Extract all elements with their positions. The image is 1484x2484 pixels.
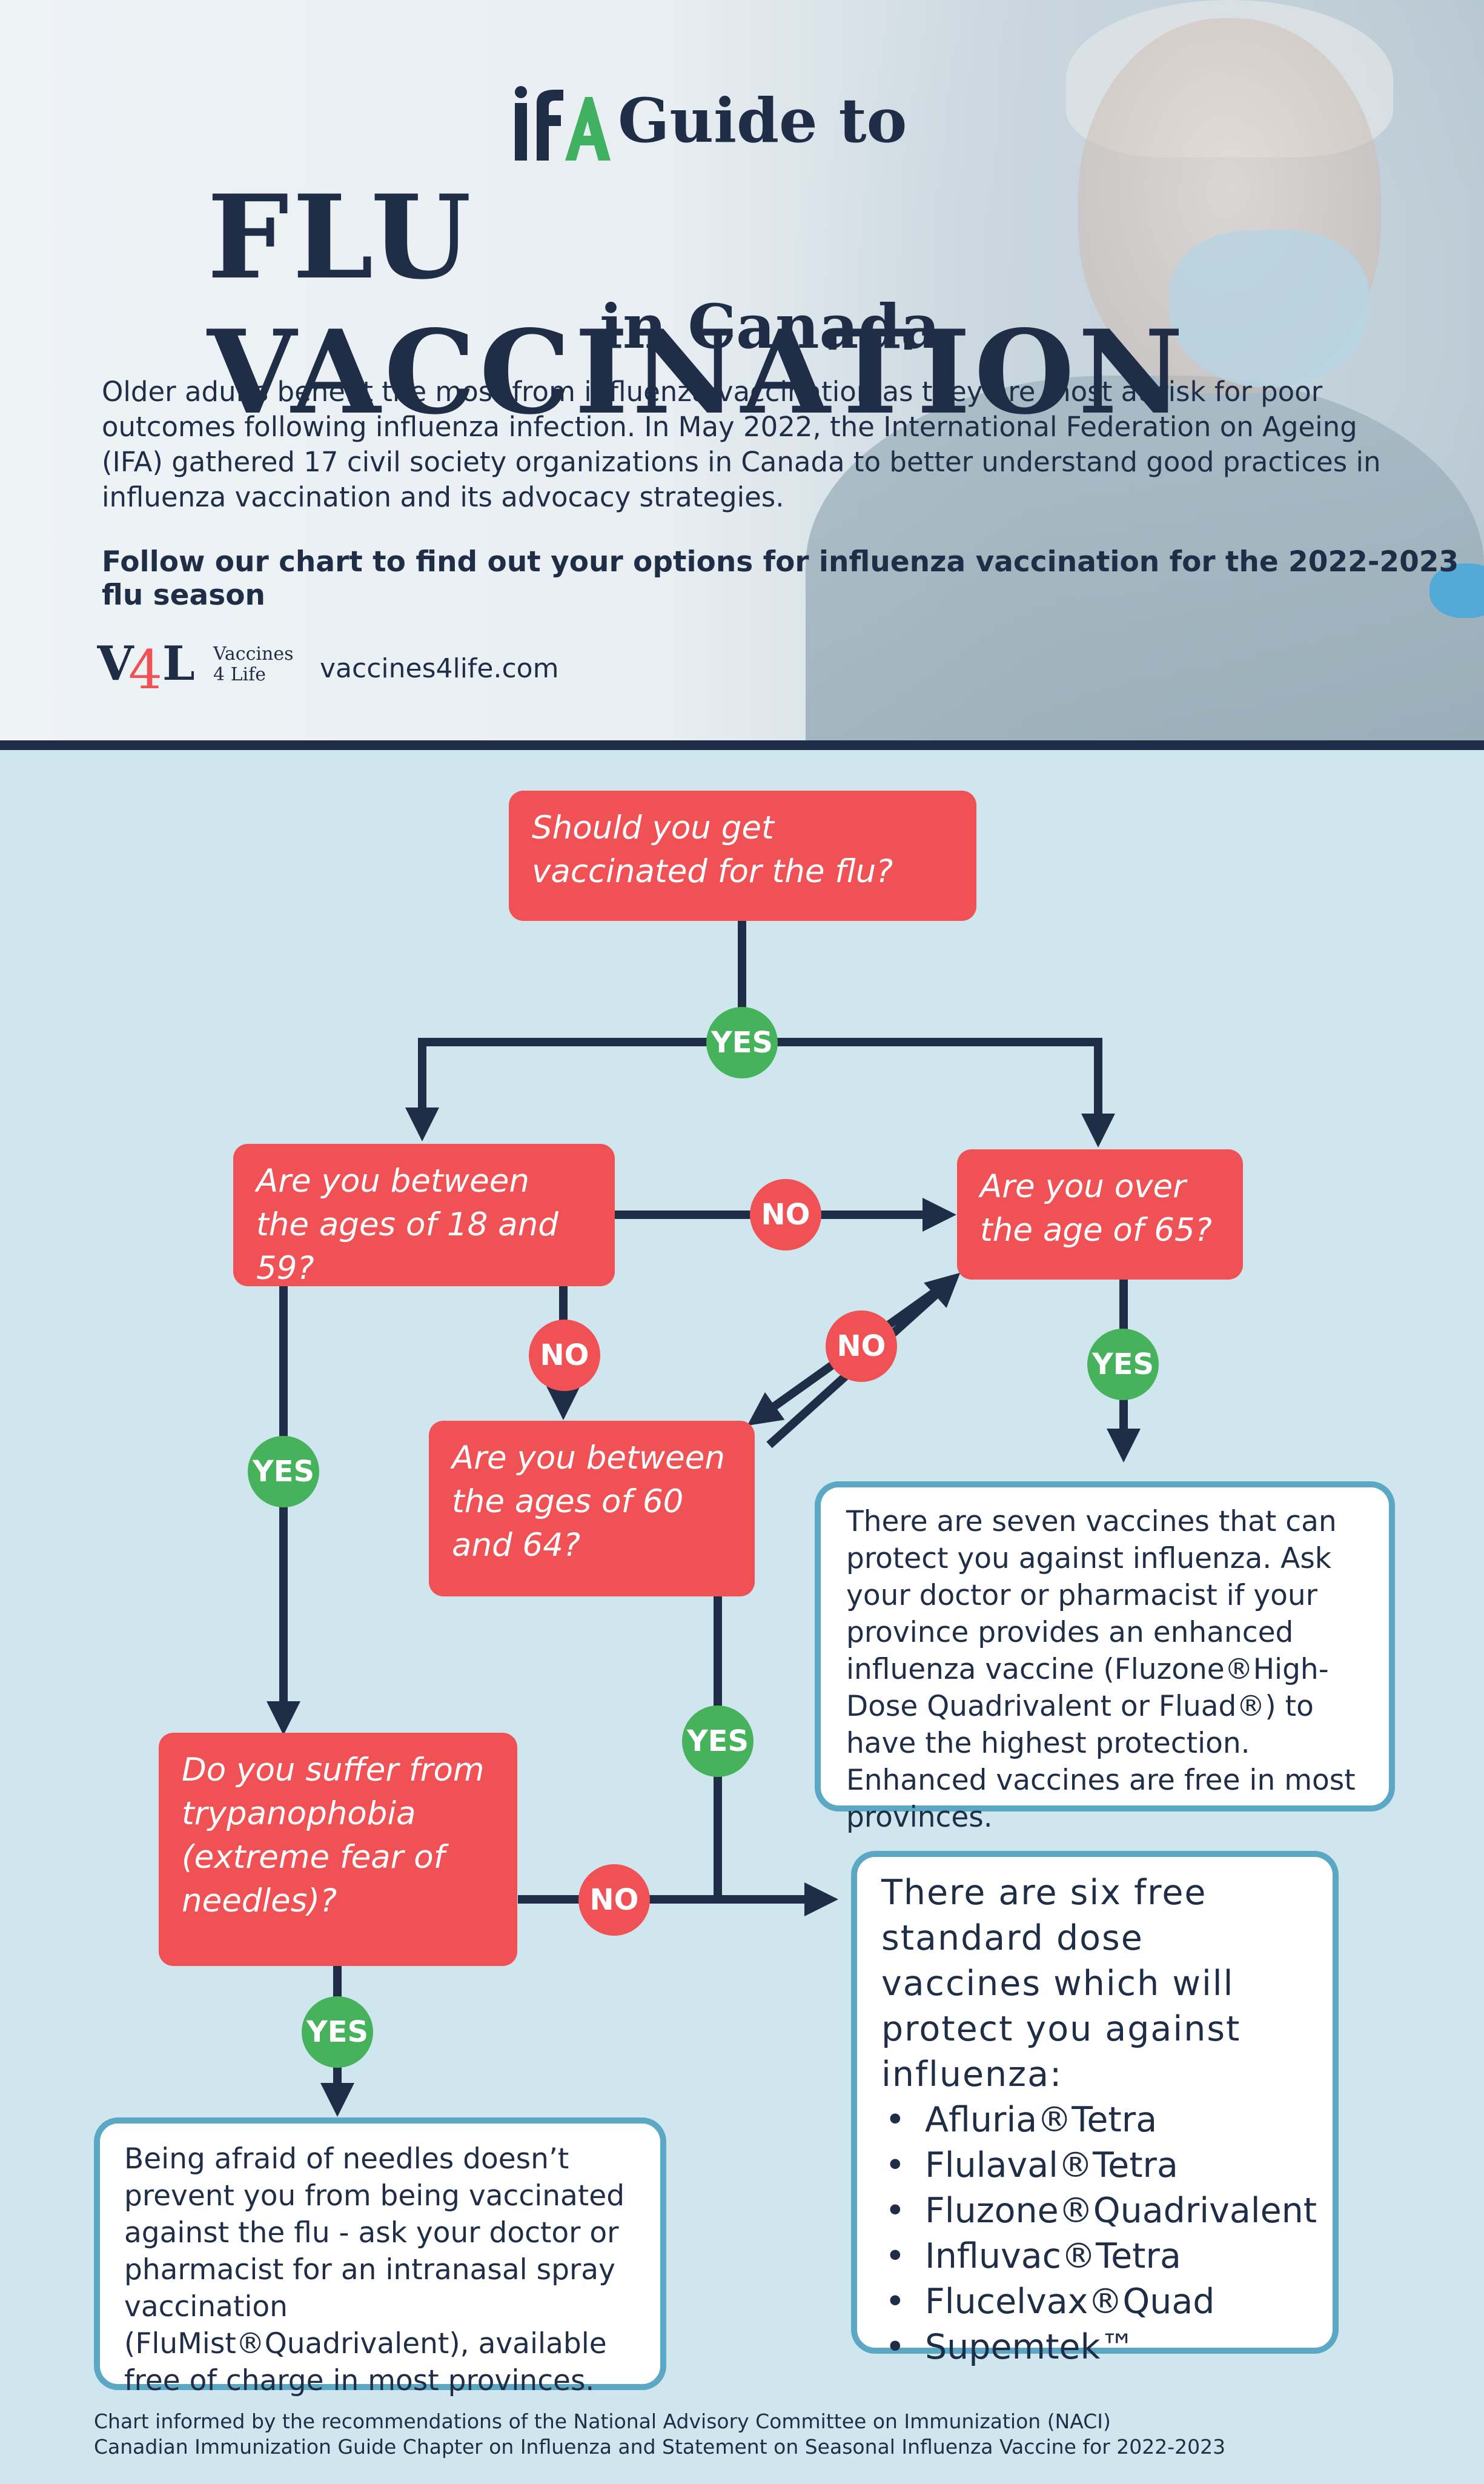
no-badge-trypanophobia: NO [578,1864,650,1936]
question-trypanophobia: Do you suffer from trypanophobia (extrem… [159,1733,517,1966]
no-badge-18-59-to-over-65: NO [750,1179,821,1250]
subtitle: in Canada [600,291,941,362]
vaccine-item: Influvac®Tetra [881,2234,1308,2279]
vaccine-item: Flulaval®Tetra [881,2143,1308,2188]
yes-badge-60-64: YES [682,1705,754,1777]
question-start: Should you get vaccinated for the flu? [509,791,976,921]
yes-badge-trypanophobia: YES [302,1996,373,2068]
intro-paragraph: Older adults benefit the most from influ… [102,376,1381,513]
page-title: FLU VACCINATION [207,170,1187,440]
standard-vaccines-list: Afluria®Tetra Flulaval®Tetra Fluzone®Qua… [881,2097,1317,2370]
standard-vaccines-heading: There are six free standard dose vaccine… [881,1873,1241,2094]
photo-glove [1429,563,1484,618]
footnote-line1: Chart informed by the recommendations of… [94,2409,1111,2433]
header-divider [0,740,1484,750]
question-ages-60-64: Are you between the ages of 60 and 64? [429,1421,755,1596]
yes-badge-start: YES [706,1007,778,1078]
connector-to-18-59 [405,1038,742,1141]
header: Guide to FLU VACCINATION in Canada Older… [0,0,1484,740]
photo-shirt [806,376,1484,740]
question-over-65: Are you over the age of 65? [957,1149,1243,1280]
no-badge-65-60-64: NO [826,1310,897,1382]
answer-enhanced-vaccines: There are seven vaccines that can protec… [815,1481,1395,1834]
photo-mask [1169,230,1369,388]
vaccine-item: Afluria®Tetra [881,2097,1308,2143]
follow-instruction: Follow our chart to find out your option… [102,545,1459,612]
svg-text:V: V [97,636,134,691]
v4l-name-line2: 4 Life [213,664,266,685]
footnote-line2: Canadian Immunization Guide Chapter on I… [94,2435,1226,2459]
vaccines4life-logo: V 4 L [97,636,194,691]
question-ages-18-59: Are you between the ages of 18 and 59? [233,1144,615,1287]
svg-text:4: 4 [128,639,162,691]
ifa-logo [515,86,611,161]
guide-to-title: Guide to [618,85,907,156]
answer-needle-fear: Being afraid of needles doesn’t prevent … [94,2117,666,2397]
yes-badge-over-65: YES [1087,1329,1159,1400]
svg-text:L: L [162,636,194,691]
footnote: Chart informed by the recommendations of… [94,2409,1225,2460]
vaccines4life-link[interactable]: vaccines4life.com [320,653,559,684]
no-badge-18-59-to-60-64: NO [529,1320,600,1391]
answer-standard-vaccines: There are six free standard dose vaccine… [851,1851,1339,2370]
vaccine-item: Supemtek™ [881,2325,1308,2370]
vaccines4life-name: Vaccines 4 Life [213,644,293,685]
connector-to-over-65 [742,1038,1115,1147]
vaccine-item: Fluzone®Quadrivalent [881,2188,1317,2234]
v4l-name-line1: Vaccines [213,643,294,665]
vaccine-item: Flucelvax®Quad [881,2279,1308,2325]
yes-badge-18-59: YES [248,1436,319,1507]
